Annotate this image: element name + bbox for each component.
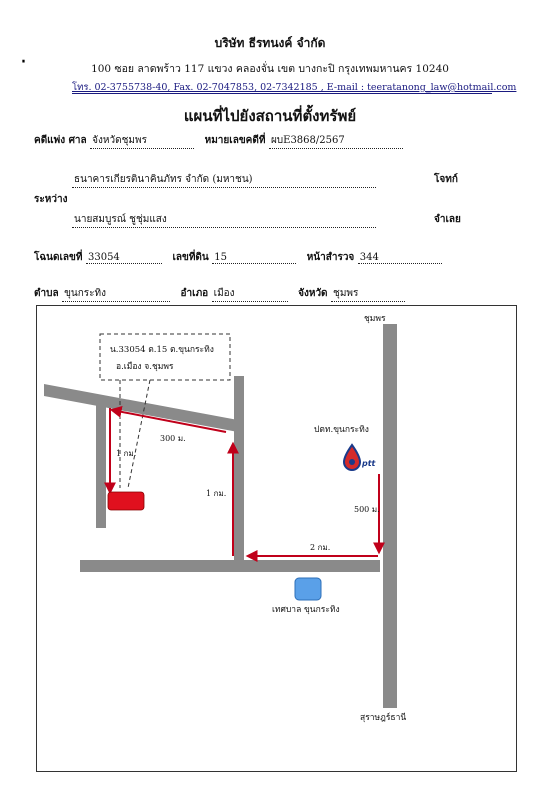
case-label: หมายเลขคดีที่ bbox=[204, 135, 266, 146]
district-value: เมือง bbox=[211, 286, 288, 302]
route bbox=[104, 405, 385, 562]
highway bbox=[383, 324, 397, 708]
province-value: ชุมพร bbox=[331, 286, 406, 302]
callout-line-2: อ.เมือง จ.ชุมพร bbox=[116, 361, 174, 372]
connector-road bbox=[234, 376, 244, 562]
map-frame bbox=[36, 305, 517, 772]
survey-label: หน้าสำรวจ bbox=[306, 252, 355, 263]
header-divider bbox=[72, 93, 492, 94]
company-address: 100 ซอย ลาดพร้าว 117 แขวง คลองจั่น เขต บ… bbox=[91, 63, 449, 75]
deed-value: 33054 bbox=[85, 252, 162, 264]
dist-500m-label: 500 ม. bbox=[354, 505, 380, 514]
municipality-label: เทศบาล ขุนกระทิง bbox=[272, 605, 340, 615]
municipality-marker bbox=[294, 577, 322, 601]
location-row: ตำบล ขุนกระทิง อำเภอ เมือง จังหวัด ชุมพร bbox=[34, 286, 406, 302]
dist-1km-label-a: 1 กม. bbox=[116, 449, 136, 458]
side-road bbox=[96, 404, 106, 528]
court-label: คดีแพ่ง ศาล bbox=[34, 135, 87, 146]
dist-2km-label: 2 กม. bbox=[310, 543, 330, 552]
defendant-value: นายสมบูรณ์ ชูชุ่มแสง bbox=[72, 212, 376, 228]
subdistrict-label: ตำบล bbox=[34, 288, 59, 299]
land-no-value: 15 bbox=[212, 252, 297, 264]
defendant-row: นายสมบูรณ์ ชูชุ่มแสง bbox=[72, 212, 376, 228]
deed-label: โฉนดเลขที่ bbox=[34, 252, 83, 263]
subdistrict-value: ขุนกระทิง bbox=[62, 286, 171, 302]
between-label: ระหว่าง bbox=[34, 194, 68, 205]
scan-speck: · bbox=[20, 50, 27, 75]
dist-300m-label: 300 ม. bbox=[160, 434, 186, 443]
callout-line-1: น.33054 ต.15 ต.ขุนกระทิง bbox=[110, 345, 214, 355]
ptt-logo-icon bbox=[342, 443, 362, 471]
province-label: จังหวัด bbox=[298, 288, 328, 299]
page-title: แผนที่ไปยังสถานที่ตั้งทรัพย์ bbox=[183, 107, 357, 125]
defendant-label: จำเลย bbox=[434, 214, 461, 225]
ptt-station-label: ปตท.ขุนกระทิง bbox=[314, 425, 369, 435]
plaintiff-value: ธนาคารเกียรตินาคินภัทร จำกัด (มหาชน) bbox=[72, 172, 376, 188]
route-300m bbox=[109, 405, 227, 433]
north-destination: ชุมพร bbox=[364, 314, 386, 324]
diagonal-road bbox=[44, 384, 238, 432]
ptt-logo-text: ptt bbox=[361, 459, 377, 468]
court-row: คดีแพ่ง ศาล จังหวัดชุมพร หมายเลขคดีที่ ผ… bbox=[34, 133, 403, 149]
roads bbox=[44, 324, 397, 708]
dist-1km-label-b: 1 กม. bbox=[206, 489, 226, 498]
plaintiff-row: ธนาคารเกียรตินาคินภัทร จำกัด (มหาชน) bbox=[72, 172, 376, 188]
district-label: อำเภอ bbox=[180, 288, 209, 299]
case-value: ผบE3868/2567 bbox=[268, 133, 403, 149]
court-value: จังหวัดชุมพร bbox=[90, 133, 195, 149]
land-no-label: เลขที่ดิน bbox=[172, 252, 209, 263]
deed-row: โฉนดเลขที่ 33054 เลขที่ดิน 15 หน้าสำรวจ … bbox=[34, 250, 442, 265]
property-marker bbox=[107, 491, 145, 511]
callout-pointer-right bbox=[127, 379, 151, 489]
survey-value: 344 bbox=[357, 252, 442, 264]
company-name: บริษัท ธีรทนงค์ จำกัด bbox=[214, 36, 326, 50]
parcel-callout-box bbox=[99, 333, 231, 381]
plaintiff-label: โจทก์ bbox=[434, 174, 458, 185]
company-contact: โทร. 02-3755738-40, Fax. 02-7047853, 02-… bbox=[72, 82, 517, 93]
main-road bbox=[80, 560, 380, 572]
south-destination: สุราษฎร์ธานี bbox=[360, 712, 406, 723]
